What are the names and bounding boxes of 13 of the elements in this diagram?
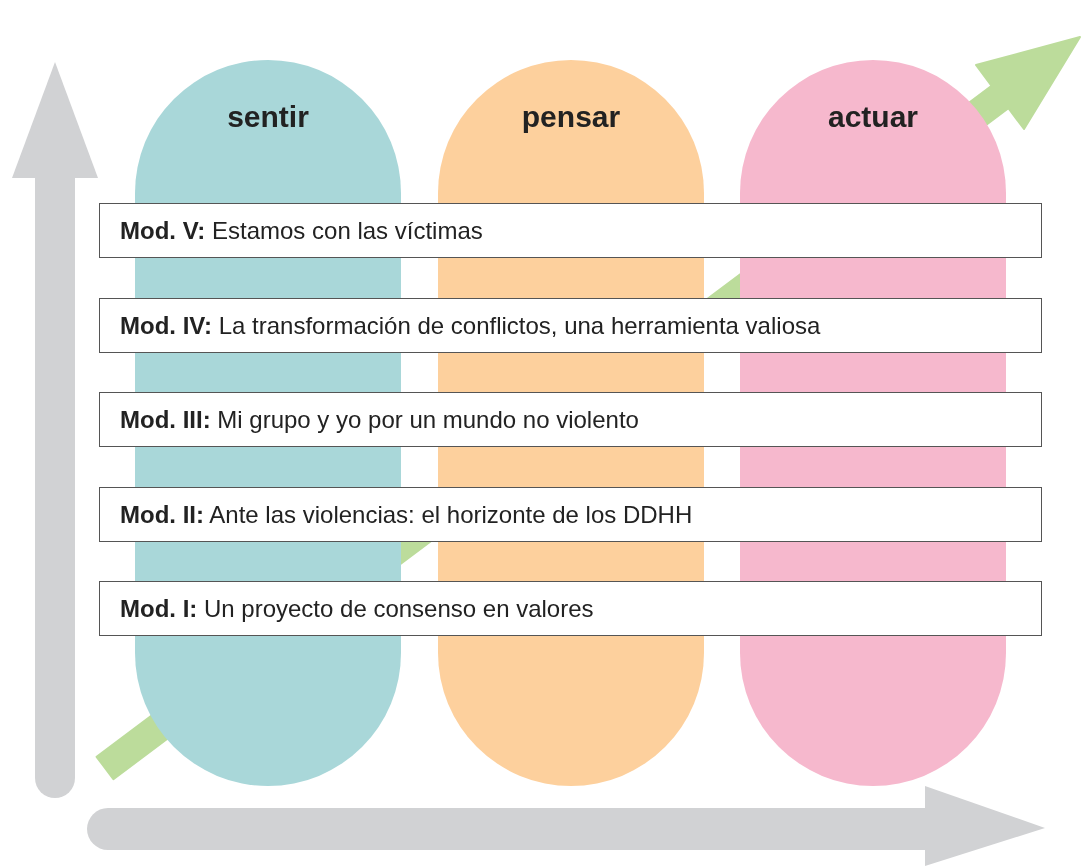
module-title: Mod. IV: La transformación de conflictos, una herramienta valiosa — [120, 311, 821, 340]
module-bar — [99, 581, 1042, 636]
column-heading: actuar — [826, 100, 919, 134]
module-bar — [99, 298, 1042, 353]
column-heading: pensar — [520, 100, 622, 134]
module-title: Mod. III: Mi grupo y yo por un mundo no violento — [120, 405, 639, 434]
column-heading: sentir — [226, 100, 310, 134]
module-title: Mod. II: Ante las violencias: el horizonte de los DDHH — [120, 500, 693, 529]
module-title: Mod. V: Estamos con las víctimas — [120, 216, 483, 245]
module-bar — [99, 487, 1042, 542]
module-bar — [99, 392, 1042, 447]
module-bar — [99, 203, 1042, 258]
module-title: Mod. I: Un proyecto de consenso en valores — [120, 594, 594, 623]
